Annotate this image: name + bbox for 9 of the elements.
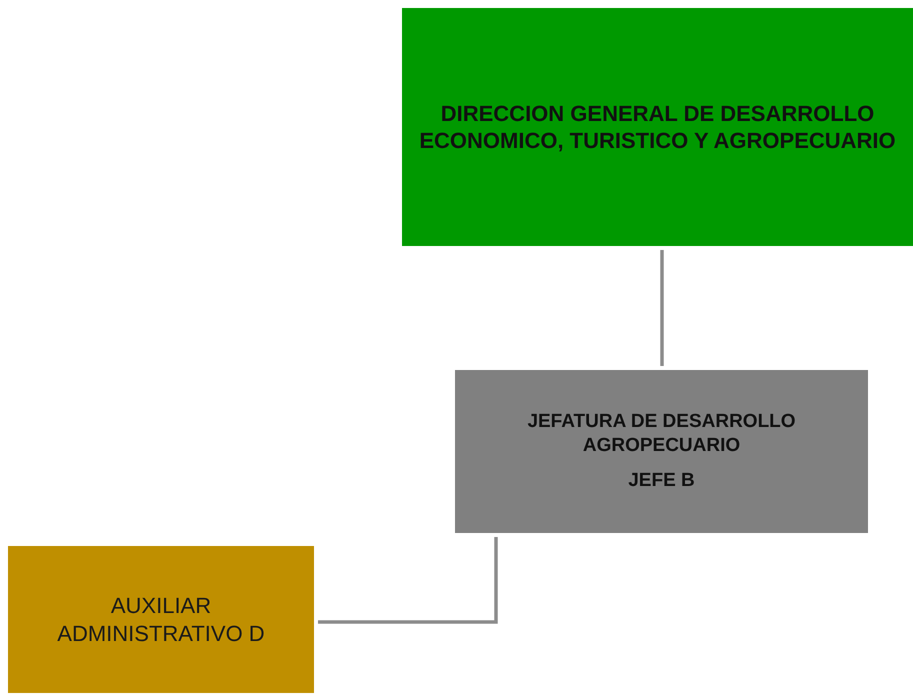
connector-line	[660, 250, 664, 366]
office-box	[455, 370, 868, 533]
node-title: JEFATURA DE DESARROLLO AGROPECUARIO	[526, 410, 797, 458]
node-subtitle: JEFE B	[628, 469, 695, 494]
node-title: AUXILIAR ADMINISTRATIVO D	[56, 592, 266, 647]
position-box	[8, 546, 314, 693]
connector-line	[318, 537, 498, 624]
department-box	[402, 8, 913, 246]
node-title: DIRECCION GENERAL DE DESARROLLO ECONOMICO, TURISTICO Y AGROPECUARIO	[418, 100, 897, 154]
